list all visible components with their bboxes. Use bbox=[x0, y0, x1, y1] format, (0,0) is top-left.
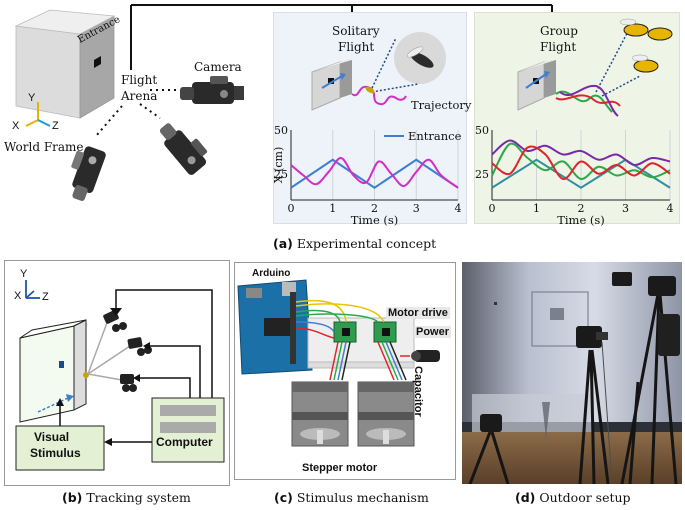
trajectory-label: Trajectory bbox=[411, 98, 472, 112]
series-line-3 bbox=[491, 145, 671, 180]
series-line-1 bbox=[290, 157, 459, 189]
flight-arena-label-1: Flight bbox=[121, 73, 158, 87]
legend-label: Entrance bbox=[408, 129, 462, 143]
tracking-axis-z: Z bbox=[42, 291, 49, 303]
solitary-title-1: Solitary bbox=[332, 24, 380, 38]
tracking-camera-3 bbox=[120, 374, 137, 392]
tracking-system-panel bbox=[4, 260, 230, 486]
group-flight-panel bbox=[474, 12, 680, 224]
y-tick-label: 25 bbox=[475, 168, 489, 181]
world-axis-x: X bbox=[12, 120, 20, 132]
caption-c-letter: (c) bbox=[274, 490, 293, 505]
y-tick-label: 50 bbox=[274, 124, 288, 137]
x-axis-label: Time (s) bbox=[557, 213, 605, 226]
world-axis-y: Y bbox=[28, 92, 36, 104]
caption-a: (a) Experimental concept bbox=[273, 236, 436, 251]
caption-a-text: Experimental concept bbox=[292, 236, 437, 251]
tracking-camera-2 bbox=[127, 337, 152, 356]
x-tick-label: 3 bbox=[413, 202, 420, 215]
stimulus-mechanism-diagram bbox=[237, 279, 440, 447]
caption-c-text: Stimulus mechanism bbox=[292, 490, 429, 505]
caption-b-letter: (b) bbox=[62, 490, 83, 505]
x-tick-label: 2 bbox=[371, 202, 378, 215]
stepper-motor-label: Stepper motor bbox=[302, 462, 378, 474]
y-axis-label: X (cm) bbox=[272, 147, 285, 184]
camera-icon-2 bbox=[159, 123, 208, 175]
world-frame-axes-icon bbox=[25, 102, 51, 127]
x-tick-label: 4 bbox=[667, 202, 674, 215]
tracking-axis-x: X bbox=[14, 290, 22, 302]
camera-label: Camera bbox=[194, 60, 242, 74]
tracking-system-diagram bbox=[15, 280, 225, 471]
capacitor-label: Capacitor bbox=[412, 366, 424, 417]
computer-label: Computer bbox=[156, 435, 213, 449]
camera-icon-3 bbox=[71, 146, 106, 201]
x-tick-label: 1 bbox=[533, 202, 540, 215]
power-label: Power bbox=[414, 326, 452, 338]
x-axis-label: Time (s) bbox=[351, 213, 399, 226]
stimulus-mechanism-panel bbox=[234, 262, 456, 480]
x-tick-label: 3 bbox=[622, 202, 629, 215]
world-frame-label: World Frame bbox=[4, 140, 84, 154]
caption-d-letter: (d) bbox=[515, 490, 536, 505]
series-line-0 bbox=[290, 158, 459, 189]
y-tick-label: 25 bbox=[274, 168, 288, 181]
caption-b: (b) Tracking system bbox=[62, 490, 191, 505]
outdoor-setup-photo bbox=[462, 262, 682, 484]
series-line-0 bbox=[491, 158, 671, 189]
visual-stimulus-label-2: Stimulus bbox=[30, 446, 81, 460]
flight-arena-label-2: Arena bbox=[121, 89, 158, 103]
camera-icon-1 bbox=[180, 76, 244, 104]
solitary-title-2: Flight bbox=[338, 40, 375, 54]
motor-drive-label: Motor drive bbox=[386, 307, 450, 319]
group-illustration bbox=[517, 18, 673, 117]
x-tick-label: 4 bbox=[455, 202, 462, 215]
caption-b-text: Tracking system bbox=[82, 490, 191, 505]
visual-stimulus-label-1: Visual bbox=[34, 430, 70, 444]
y-tick-label: 50 bbox=[475, 124, 489, 137]
x-tick-label: 2 bbox=[578, 202, 585, 215]
caption-a-letter: (a) bbox=[273, 236, 293, 251]
x-tick-label: 0 bbox=[288, 202, 295, 215]
group-title-1: Group bbox=[540, 24, 578, 38]
x-tick-label: 1 bbox=[329, 202, 336, 215]
group-title-2: Flight bbox=[540, 40, 577, 54]
solitary-illustration bbox=[311, 32, 446, 111]
series-line-1 bbox=[491, 139, 671, 167]
world-axis-z: Z bbox=[52, 120, 59, 132]
caption-d-text: Outdoor setup bbox=[535, 490, 631, 505]
flight-arena-cube bbox=[14, 9, 116, 119]
arduino-label: Arduino bbox=[252, 268, 291, 279]
caption-c: (c) Stimulus mechanism bbox=[274, 490, 429, 505]
tracking-axis-y: Y bbox=[20, 268, 28, 280]
caption-d: (d) Outdoor setup bbox=[515, 490, 631, 505]
x-tick-label: 0 bbox=[489, 202, 496, 215]
